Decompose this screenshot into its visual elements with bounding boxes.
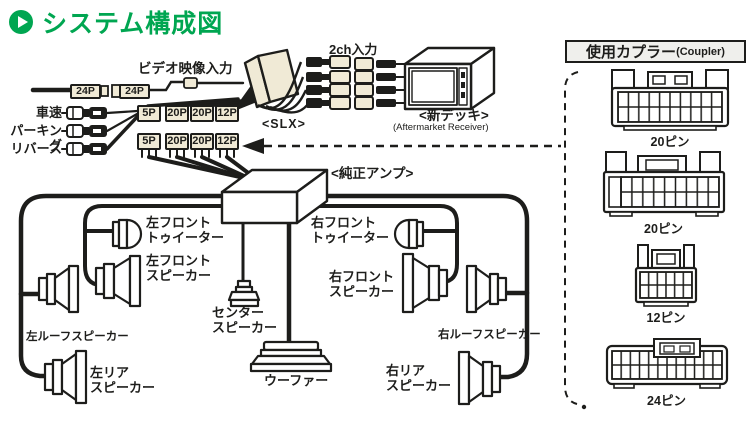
left-front-tweeter-label: 左フロント トゥイーター xyxy=(146,215,225,245)
right-front-speaker-icon xyxy=(401,252,449,314)
slx-label: <SLX> xyxy=(262,117,306,131)
20pin-coupler-a xyxy=(610,69,730,131)
20pin-coupler-b xyxy=(602,151,726,217)
coupler-header-text: 使用カプラー xyxy=(586,44,677,61)
right-roof-speaker-icon xyxy=(465,264,508,314)
speaker-loop-wires xyxy=(18,193,530,380)
woofer-label: ウーファー xyxy=(264,373,329,388)
connector-row2-5p: 5P xyxy=(137,133,161,150)
20pin-a-label: 20ピン xyxy=(650,135,690,149)
slx-unit xyxy=(232,48,310,114)
page-title-text: システム構成図 xyxy=(42,10,224,38)
parking-label: パーキング xyxy=(10,123,62,153)
left-front-tweeter-icon xyxy=(111,218,143,250)
connector-row1-5p: 5P xyxy=(137,105,161,122)
connector-row1-20p-b: 20P xyxy=(190,105,214,122)
left-front-speaker-icon xyxy=(94,254,142,308)
connector-row1-12p: 12P xyxy=(215,105,239,122)
12pin-label: 12ピン xyxy=(646,311,686,325)
connector-row2-20p-b: 20P xyxy=(190,133,214,150)
left-roof-speaker-icon xyxy=(37,264,80,314)
24pin-label: 24ピン xyxy=(647,394,686,408)
center-speaker-label: センター スピーカー xyxy=(212,305,278,335)
coupler-pointer xyxy=(242,138,561,154)
24pin-coupler xyxy=(605,338,729,389)
right-rear-speaker-label: 右リア スピーカー xyxy=(386,363,452,393)
20pin-b-label: 20ピン xyxy=(644,222,683,236)
right-front-tweeter-label: 右フロント トゥイーター xyxy=(311,215,390,245)
deck-side-plugs xyxy=(354,57,405,110)
amp-label: <純正アンプ> xyxy=(331,166,414,181)
coupler-panel-header: 使用カプラー(Coupler) xyxy=(565,40,746,63)
new-deck-label: <新デッキ> xyxy=(419,108,489,123)
speakers xyxy=(37,218,508,406)
ch2-input-label: 2ch入力 xyxy=(329,42,378,57)
reverse-label: リバース xyxy=(10,141,62,156)
left-rear-speaker-icon xyxy=(43,349,88,405)
coupler-panel-border xyxy=(564,71,587,410)
right-front-tweeter-icon xyxy=(393,218,425,250)
bullet-terminals xyxy=(66,106,107,156)
left-roof-speaker-label: 左ルーフスピーカー xyxy=(26,331,129,343)
play-circle-icon xyxy=(9,10,33,34)
page-title: システム構成図 xyxy=(8,4,223,40)
right-front-speaker-label: 右フロント スピーカー xyxy=(329,269,395,299)
rca-plugs xyxy=(306,55,351,110)
new-deck-sublabel: (Aftermarket Receiver) xyxy=(393,122,489,133)
video-input-plugs xyxy=(100,77,198,98)
head-unit xyxy=(403,46,496,111)
left-front-speaker-label: 左フロント スピーカー xyxy=(146,253,212,283)
connector-row1-20p-a: 20P xyxy=(165,105,189,122)
left-rear-speaker-label: 左リア スピーカー xyxy=(90,365,156,395)
connector-24p-right: 24P xyxy=(119,84,150,99)
right-rear-speaker-icon xyxy=(457,350,502,406)
speed-label: 車速 xyxy=(35,105,62,120)
connector-row2-12p: 12P xyxy=(215,133,239,150)
connector-24p-left: 24P xyxy=(70,84,101,99)
connector-row2-20p-a: 20P xyxy=(165,133,189,150)
center-speaker-icon xyxy=(227,279,261,308)
right-roof-speaker-label: 右ルーフスピーカー xyxy=(438,329,541,341)
woofer-icon xyxy=(249,340,333,373)
12pin-coupler xyxy=(634,244,698,307)
video-input-label: ビデオ映像入力 xyxy=(138,61,233,76)
oem-amplifier xyxy=(220,168,329,225)
coupler-header-subtext: (Coupler) xyxy=(676,45,725,58)
